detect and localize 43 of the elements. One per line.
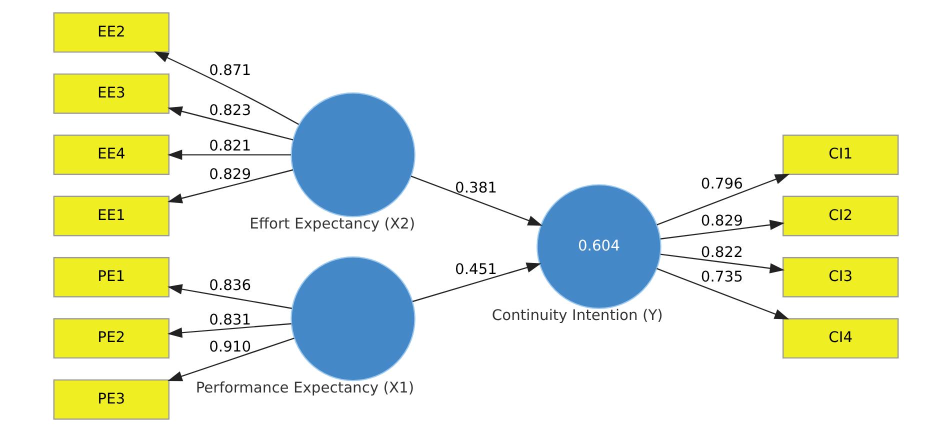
edge-label: 0.836 — [208, 277, 251, 294]
arrow — [167, 169, 293, 204]
arrow — [660, 254, 784, 274]
node-circle — [290, 92, 415, 218]
edge-label: 0.796 — [700, 176, 742, 193]
arrow — [412, 262, 541, 302]
arrow — [166, 323, 291, 338]
node-box: CI2 — [782, 196, 898, 236]
edge-label: 0.821 — [208, 138, 251, 155]
arrow — [167, 106, 293, 140]
arrow — [410, 176, 542, 226]
arrow — [166, 150, 290, 160]
arrow — [656, 174, 790, 226]
edge-label: 0.829 — [208, 166, 251, 183]
node-box: EE4 — [52, 134, 170, 176]
node-label: Effort Expectancy (X2) — [249, 215, 415, 232]
node-circle — [290, 256, 415, 382]
node-box: PE1 — [52, 256, 170, 298]
node-box: EE3 — [52, 73, 170, 114]
node-box: PE3 — [52, 379, 170, 420]
edge-label: 0.829 — [700, 212, 742, 230]
node-box: EE1 — [52, 196, 170, 236]
edge-label: 0.871 — [208, 62, 251, 79]
node-box: CI4 — [782, 318, 898, 359]
arrow — [656, 268, 789, 320]
arrow — [166, 284, 292, 309]
node-box: CI1 — [782, 134, 898, 176]
edge-label: 0.823 — [208, 102, 251, 120]
node-label: Continuity Intention (Y) — [491, 307, 662, 324]
node-box: CI3 — [782, 256, 898, 298]
node-box: PE2 — [52, 318, 170, 359]
edge-label: 0.451 — [454, 261, 497, 278]
node-label: Performance Expectancy (X1) — [195, 379, 414, 396]
arrow — [660, 220, 784, 240]
edge-label: 0.822 — [700, 244, 742, 262]
edge-label: 0.831 — [208, 311, 251, 328]
node-circle: 0.604 — [536, 184, 661, 309]
arrow — [153, 51, 299, 125]
node-box: EE2 — [52, 12, 170, 53]
edge-label: 0.735 — [700, 268, 742, 286]
edge-label: 0.910 — [208, 338, 251, 356]
edge-label: 0.381 — [454, 179, 497, 196]
arrow — [167, 338, 294, 382]
